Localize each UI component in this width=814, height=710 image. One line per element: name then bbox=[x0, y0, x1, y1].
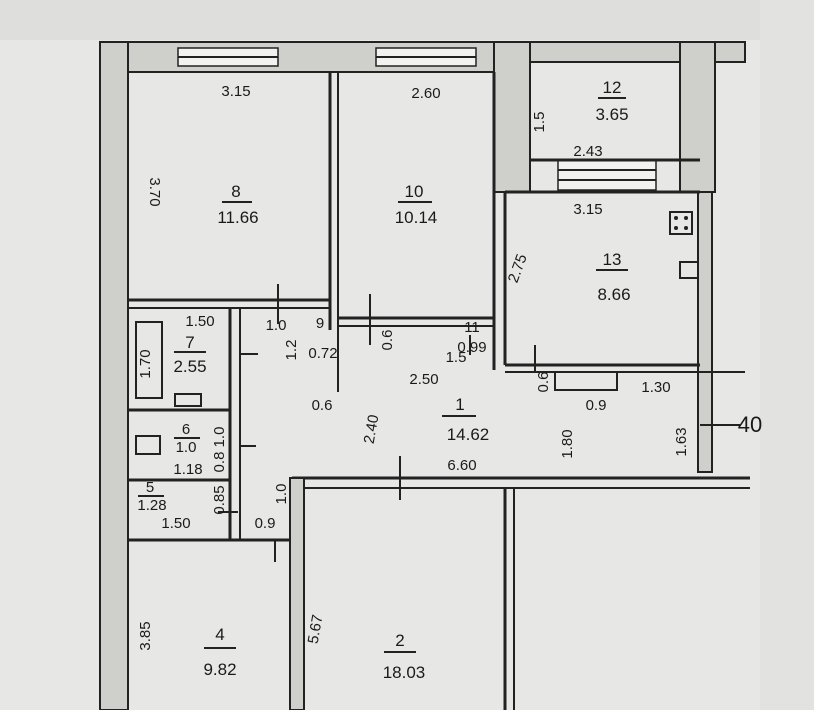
room-9-number: 9 bbox=[316, 315, 324, 332]
room-10-area: 10.14 bbox=[395, 208, 438, 227]
room-labels: 8 11.66 10 10.14 12 3.65 13 8.66 7 2.55 … bbox=[137, 78, 630, 682]
room-8-number: 8 bbox=[231, 182, 240, 201]
dim-0-6-b: 0.6 bbox=[312, 397, 333, 414]
room-7-area: 2.55 bbox=[173, 357, 206, 376]
room-4-number: 4 bbox=[215, 625, 224, 644]
room-11-area: 0.99 bbox=[457, 339, 486, 356]
windows bbox=[177, 47, 657, 191]
washbasin-icon bbox=[135, 435, 161, 455]
dim-5-67: 5.67 bbox=[305, 613, 327, 645]
interior-walls bbox=[128, 72, 750, 710]
dim-0-85: 0.85 bbox=[211, 485, 228, 514]
room-2-area: 18.03 bbox=[383, 663, 426, 682]
dim-1-50-a: 1.50 bbox=[185, 313, 214, 330]
dim-1-18: 1.18 bbox=[173, 461, 202, 478]
dim-2-43: 2.43 bbox=[573, 143, 602, 160]
room-12-area: 3.65 bbox=[595, 105, 628, 124]
dim-6-60: 6.60 bbox=[447, 457, 476, 474]
dim-3-15-top: 3.15 bbox=[221, 83, 250, 100]
dim-3-70: 3.70 bbox=[146, 177, 163, 206]
dim-0-6-a: 0.6 bbox=[379, 330, 396, 351]
room-4-area: 9.82 bbox=[203, 660, 236, 679]
room-6-number: 6 bbox=[182, 421, 190, 438]
fixtures bbox=[135, 211, 699, 455]
dim-1-5-balcony: 1.5 bbox=[531, 112, 548, 133]
dim-1-2: 1.2 bbox=[283, 340, 300, 361]
dim-1-70: 1.70 bbox=[137, 349, 154, 378]
room-13-area: 8.66 bbox=[597, 285, 630, 304]
dim-0-9-a: 0.9 bbox=[586, 397, 607, 414]
dim-1-50-b: 1.50 bbox=[161, 515, 190, 532]
dim-1-5-b: 1.5 bbox=[446, 349, 467, 366]
bathtub-icon bbox=[135, 321, 163, 399]
room-13-number: 13 bbox=[603, 250, 622, 269]
room-11-number: 11 bbox=[464, 319, 480, 336]
room-12-number: 12 bbox=[603, 78, 622, 97]
dim-1-0-c: 1.0 bbox=[273, 484, 290, 505]
dim-0-6-c: 0.6 bbox=[535, 372, 552, 393]
room-10-number: 10 bbox=[405, 182, 424, 201]
dim-1-30: 1.30 bbox=[641, 379, 670, 396]
sink-icon bbox=[174, 393, 202, 407]
dim-40: 40 bbox=[738, 412, 762, 437]
dim-1-63: 1.63 bbox=[673, 427, 690, 456]
dim-2-60-top: 2.60 bbox=[411, 85, 440, 102]
room-1-area: 14.62 bbox=[447, 425, 490, 444]
dimension-labels: 3.15 2.60 3.70 1.5 2.43 3.15 2.75 1.50 1… bbox=[137, 83, 762, 651]
dim-2-50: 2.50 bbox=[409, 371, 438, 388]
dim-1-80: 1.80 bbox=[559, 429, 576, 458]
kitchen-sink-icon bbox=[679, 261, 699, 279]
room-6-area: 1.0 bbox=[176, 439, 197, 456]
outer-walls bbox=[99, 41, 746, 710]
dim-1-0-a: 1.0 bbox=[266, 317, 287, 334]
dim-3-15-kitchen: 3.15 bbox=[573, 201, 602, 218]
room-5-number: 5 bbox=[146, 479, 154, 496]
dim-1-0-b: 1.0 bbox=[211, 427, 228, 448]
dim-0-9-b: 0.9 bbox=[255, 515, 276, 532]
room-9-area: 0.72 bbox=[308, 345, 337, 362]
stove-icon bbox=[669, 211, 693, 235]
room-8-area: 11.66 bbox=[217, 208, 258, 227]
dim-3-85: 3.85 bbox=[137, 621, 154, 650]
room-7-number: 7 bbox=[185, 333, 194, 352]
room-1-number: 1 bbox=[455, 395, 464, 414]
room-2-number: 2 bbox=[395, 631, 404, 650]
dim-2-40: 2.40 bbox=[361, 413, 383, 445]
door-marks bbox=[218, 284, 745, 562]
radiator-icon bbox=[554, 371, 618, 391]
room-5-area: 1.28 bbox=[137, 497, 166, 514]
dim-0-8-a: 0.8 bbox=[211, 452, 228, 473]
